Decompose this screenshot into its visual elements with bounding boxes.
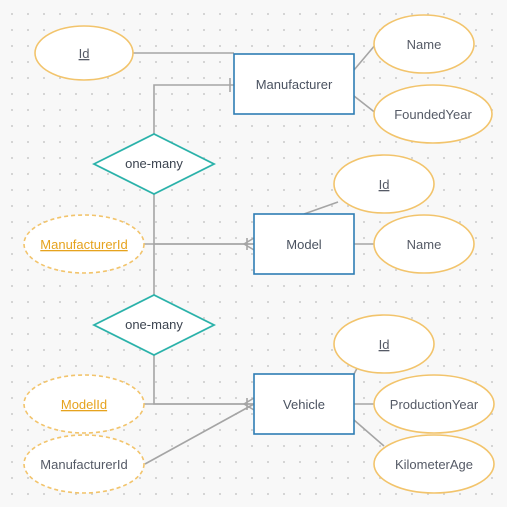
relationship-model-vehicle[interactable]: one-many <box>91 293 217 357</box>
connector-manufacturer-relationship <box>153 84 234 134</box>
attribute-label: Id <box>379 177 390 192</box>
attribute-vehicle-kilometerage[interactable]: KilometerAge <box>373 434 495 494</box>
relationship-label: one-many <box>125 156 183 171</box>
attribute-manufacturer-foundedyear[interactable]: FoundedYear <box>373 84 493 144</box>
attribute-manufacturer-name[interactable]: Name <box>373 14 475 74</box>
connector-manufacturer-name <box>353 43 377 71</box>
attribute-vehicle-manufacturerid[interactable]: ManufacturerId <box>23 434 145 494</box>
many-marker-vehicle <box>243 397 255 411</box>
attribute-label: Name <box>407 37 442 52</box>
entity-label: Manufacturer <box>256 77 333 92</box>
attribute-manufacturer-id[interactable]: Id <box>34 25 134 81</box>
attribute-label: ProductionYear <box>390 397 479 412</box>
attribute-label: FoundedYear <box>394 107 472 122</box>
attribute-label: KilometerAge <box>395 457 473 472</box>
connector-model-id <box>303 201 339 215</box>
attribute-label: ManufacturerId <box>40 237 127 252</box>
attribute-model-id[interactable]: Id <box>333 154 435 214</box>
connector-relationship-vehicle <box>153 355 254 405</box>
many-marker-model <box>243 237 255 251</box>
attribute-label: Name <box>407 237 442 252</box>
attribute-label: ManufacturerId <box>40 457 127 472</box>
attribute-model-name[interactable]: Name <box>373 214 475 274</box>
relationship-manufacturer-model[interactable]: one-many <box>91 132 217 196</box>
attribute-vehicle-id[interactable]: Id <box>333 314 435 374</box>
attribute-model-manufacturerid[interactable]: ManufacturerId <box>23 214 145 274</box>
entity-label: Vehicle <box>283 397 325 412</box>
relationship-label: one-many <box>125 317 183 332</box>
connector-vehicle-manufacturerid <box>144 403 255 465</box>
entity-vehicle[interactable]: Vehicle <box>253 373 355 435</box>
connector-relationship-model <box>153 194 254 245</box>
attribute-label: Id <box>79 46 90 61</box>
attribute-label: Id <box>379 337 390 352</box>
entity-label: Model <box>286 237 322 252</box>
attribute-vehicle-modelid[interactable]: ModelId <box>23 374 145 434</box>
attribute-vehicle-productionyear[interactable]: ProductionYear <box>373 374 495 434</box>
connector-vehicle-kilometerage <box>353 419 385 447</box>
connector-manufacturer-foundedyear <box>353 95 378 115</box>
entity-manufacturer[interactable]: Manufacturer <box>233 53 355 115</box>
entity-model[interactable]: Model <box>253 213 355 275</box>
attribute-label: ModelId <box>61 397 107 412</box>
